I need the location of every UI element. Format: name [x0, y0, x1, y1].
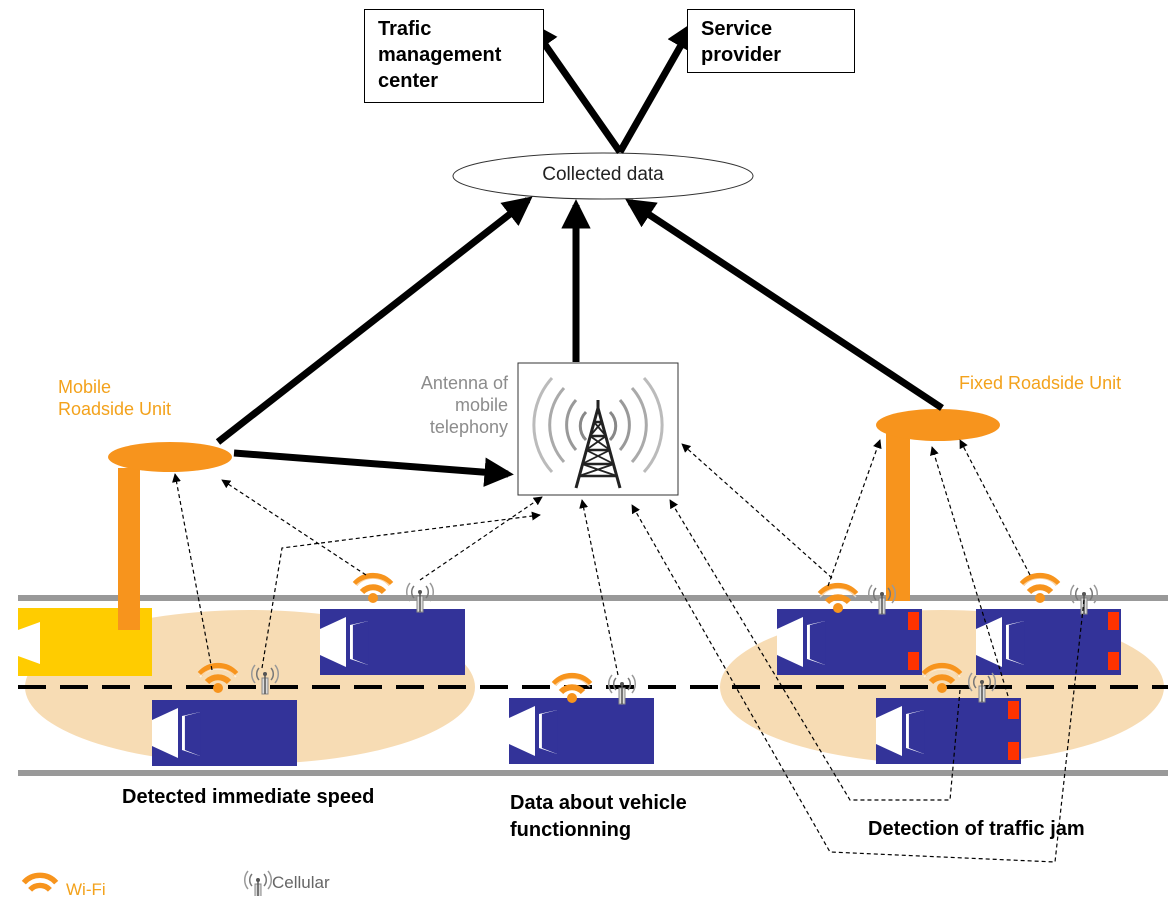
vehicle-left-lane2	[152, 700, 297, 766]
collected-data-label: Collected data	[542, 164, 664, 185]
vehicle-jam-2	[976, 609, 1121, 675]
link	[959, 439, 1031, 576]
arrow-hub-to-traffic-center	[528, 21, 623, 155]
vehicle-jam-3	[876, 698, 1021, 764]
service-provider-box: Service provider	[687, 9, 855, 73]
antenna-label: Antenna of mobile telephony	[420, 373, 508, 437]
link	[669, 499, 961, 801]
link	[261, 511, 541, 669]
link	[419, 496, 543, 581]
collected-data-node	[452, 152, 754, 200]
link	[631, 504, 1085, 863]
vehicle-left-lane1	[320, 609, 465, 675]
fixed-roadside-unit-label: Fixed Roadside Unit	[959, 373, 1122, 393]
vehicle-center	[509, 698, 654, 764]
fixed-roadside-unit	[876, 409, 1000, 601]
link	[681, 443, 833, 579]
traffic-jam-caption: Detection of traffic jam	[868, 818, 1085, 840]
mobile-roadside-unit-label: Mobile Roadside Unit	[58, 377, 172, 419]
vehicle-wifi-icon	[820, 586, 856, 613]
link	[221, 479, 367, 576]
arrow-mobile-unit-to-antenna	[233, 449, 514, 487]
traffic-management-center-label: Trafic management center	[378, 18, 502, 92]
link	[172, 473, 213, 671]
arrow-mobile-unit-to-hub	[215, 196, 533, 445]
link	[827, 439, 882, 587]
traffic-management-center-box: Trafic management center	[364, 9, 544, 103]
legend-wifi-label: Wi-Fi	[66, 880, 106, 899]
service-provider-label: Service provider	[701, 18, 782, 66]
antenna-tower-icon	[532, 376, 664, 489]
arrow-hub-to-service-provider	[616, 20, 696, 154]
detected-speed-caption: Detected immediate speed	[122, 786, 375, 808]
legend-cellular-icon	[243, 870, 273, 896]
vehicle-data-caption: Data about vehicle functionning	[510, 792, 687, 841]
vehicle-jam-1	[777, 609, 922, 675]
link	[579, 499, 619, 676]
link	[930, 446, 1009, 697]
communication-links	[172, 439, 1085, 863]
mobile-roadside-unit	[18, 442, 232, 676]
arrow-fixed-unit-to-hub	[625, 198, 944, 411]
legend-cellular-label: Cellular	[272, 873, 330, 892]
legend-wifi-icon	[21, 872, 59, 892]
